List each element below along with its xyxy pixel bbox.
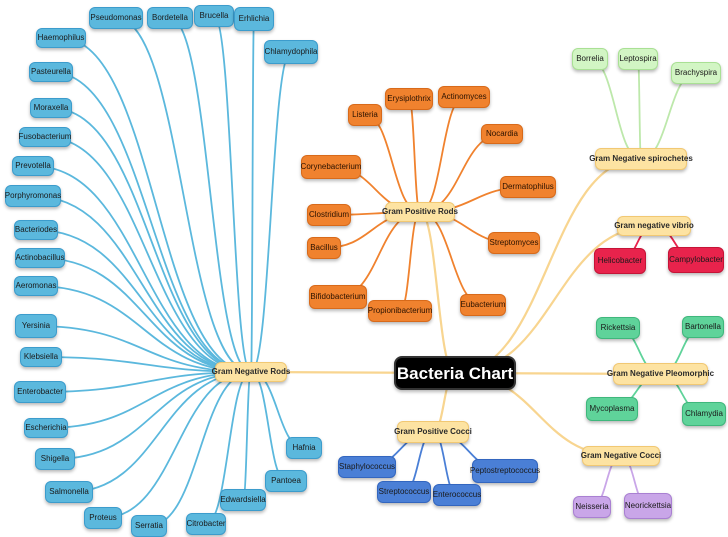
category-gram-negative-spirochetes[interactable]: Gram Negative spirochetes bbox=[589, 148, 693, 170]
connector-actinobacillus bbox=[39, 257, 252, 373]
node-klebsiella[interactable]: Klebsiella bbox=[20, 347, 62, 367]
node-citrobacter[interactable]: Citrobacter bbox=[186, 513, 226, 535]
node-enterobacter[interactable]: Enterobacter bbox=[14, 381, 66, 403]
node-streptococcus[interactable]: Streptococcus bbox=[377, 481, 431, 503]
node-corynebacterium[interactable]: Corynebacterium bbox=[301, 155, 361, 179]
category-gram-positive-rods[interactable]: Gram Positive Rods bbox=[382, 202, 458, 222]
connector-eubacterium bbox=[419, 211, 484, 306]
node-pasteurella[interactable]: Pasteurella bbox=[29, 62, 73, 82]
node-erysiplothrix[interactable]: Erysiplothrix bbox=[385, 88, 433, 110]
node-brucella[interactable]: Brucella bbox=[194, 5, 234, 27]
node-actinomyces[interactable]: Actinomyces bbox=[438, 86, 490, 108]
connector-pasteurella bbox=[50, 71, 252, 373]
category-gram-positive-cocci[interactable]: Gram Positive Cocci bbox=[394, 421, 472, 443]
connector-pseudomonas bbox=[115, 17, 252, 373]
node-serratia[interactable]: Serratia bbox=[131, 515, 167, 537]
node-neisseria[interactable]: Neisseria bbox=[573, 496, 611, 518]
node-dermatophilus[interactable]: Dermatophilus bbox=[500, 176, 556, 198]
node-prevotella[interactable]: Prevotella bbox=[12, 156, 54, 176]
connector-erhlichia bbox=[250, 18, 255, 373]
node-escherichia[interactable]: Escherichia bbox=[24, 418, 68, 438]
connector-borrelia bbox=[589, 58, 642, 160]
node-salmonella[interactable]: Salmonella bbox=[45, 481, 93, 503]
node-moraxella[interactable]: Moraxella bbox=[30, 98, 72, 118]
connector-chlamydophila bbox=[250, 51, 292, 373]
node-brachyspira[interactable]: Brachyspira bbox=[671, 62, 721, 84]
category-gram-negative-pleomorphic[interactable]: Gram Negative Pleomorphic bbox=[607, 363, 714, 385]
connector-erysiplothrix bbox=[408, 98, 421, 213]
node-rickettsia[interactable]: Rickettsia bbox=[596, 317, 640, 339]
connector-root-gpr bbox=[418, 210, 457, 375]
connector-aeromonas bbox=[35, 285, 252, 373]
node-bacillus[interactable]: Bacillus bbox=[307, 237, 341, 259]
node-hafnia[interactable]: Hafnia bbox=[286, 437, 322, 459]
connector-moraxella bbox=[50, 107, 252, 373]
connector-fusobacterium bbox=[44, 136, 252, 373]
connector-brachyspira bbox=[640, 72, 697, 160]
connector-edwardsiella bbox=[242, 371, 252, 501]
node-streptomyces[interactable]: Streptomyces bbox=[488, 232, 540, 254]
node-chlamydia[interactable]: Chlamydia bbox=[682, 402, 726, 426]
connector-yersinia bbox=[35, 325, 252, 373]
connector-leptospira bbox=[637, 58, 642, 160]
node-enterococcus[interactable]: Enterococcus bbox=[433, 484, 481, 506]
node-propionibacterium[interactable]: Propionibacterium bbox=[368, 300, 432, 322]
node-nocardia[interactable]: Nocardia bbox=[481, 124, 523, 144]
node-fusobacterium[interactable]: Fusobacterium bbox=[19, 127, 71, 147]
node-yersinia[interactable]: Yersinia bbox=[15, 314, 57, 338]
node-aeromonas[interactable]: Aeromonas bbox=[14, 276, 58, 296]
node-shigella[interactable]: Shigella bbox=[35, 448, 75, 470]
node-clostridium[interactable]: Clostridium bbox=[307, 204, 351, 226]
category-gram-negative-cocci[interactable]: Gram Negative Cocci bbox=[581, 446, 661, 466]
node-campylobacter[interactable]: Campylobacter bbox=[668, 247, 724, 273]
node-proteus[interactable]: Proteus bbox=[84, 507, 122, 529]
connector-bordetella bbox=[169, 17, 252, 373]
category-gram-negative-rods[interactable]: Gram Negative Rods bbox=[212, 362, 290, 382]
node-actinobacillus[interactable]: Actinobacillus bbox=[15, 248, 65, 268]
node-pseudomonas[interactable]: Pseudomonas bbox=[89, 7, 143, 29]
category-gram-negative-vibrio[interactable]: Gram negative vibrio bbox=[614, 216, 694, 236]
node-borrelia[interactable]: Borrelia bbox=[572, 48, 608, 70]
node-peptostreptococcus[interactable]: Peptostreptococcus bbox=[470, 459, 540, 483]
node-bartonella[interactable]: Bartonella bbox=[682, 316, 724, 338]
node-chlamydophila[interactable]: Chlamydophila bbox=[264, 40, 318, 64]
node-leptospira[interactable]: Leptospira bbox=[618, 48, 658, 70]
connector-shigella bbox=[54, 371, 252, 460]
node-bordetella[interactable]: Bordetella bbox=[147, 7, 193, 29]
connector-porphyromonas bbox=[32, 195, 252, 373]
root-node-bacteria-chart[interactable]: Bacteria Chart bbox=[394, 356, 516, 390]
connector-prevotella bbox=[32, 165, 252, 373]
node-eubacterium[interactable]: Eubacterium bbox=[460, 294, 506, 316]
connector-listeria bbox=[364, 114, 421, 213]
node-pantoea[interactable]: Pantoea bbox=[265, 470, 307, 492]
connector-brucella bbox=[213, 15, 252, 373]
node-erhlichia[interactable]: Erhlichia bbox=[234, 7, 274, 31]
node-mycoplasma[interactable]: Mycoplasma bbox=[586, 397, 638, 421]
connector-propionibacterium bbox=[399, 211, 421, 312]
connector-haemophilus bbox=[60, 37, 252, 373]
connector-nocardia bbox=[419, 133, 503, 213]
node-listeria[interactable]: Listeria bbox=[348, 104, 382, 126]
node-haemophilus[interactable]: Haemophilus bbox=[36, 28, 86, 48]
connector-actinomyces bbox=[419, 96, 465, 213]
node-neorickettsia[interactable]: Neorickettsia bbox=[624, 493, 672, 519]
node-edwardsiella[interactable]: Edwardsiella bbox=[220, 489, 266, 511]
node-staphylococcus[interactable]: Staphylococcus bbox=[338, 456, 396, 478]
node-bifidobacterium[interactable]: Bifidobacterium bbox=[309, 285, 367, 309]
node-porphyromonas[interactable]: Porphyromonas bbox=[5, 185, 61, 207]
connector-bacteriodes bbox=[35, 229, 252, 373]
node-bacteriodes[interactable]: Bacteriodes bbox=[14, 220, 58, 240]
node-helicobacter[interactable]: Helicobacter bbox=[594, 248, 646, 274]
